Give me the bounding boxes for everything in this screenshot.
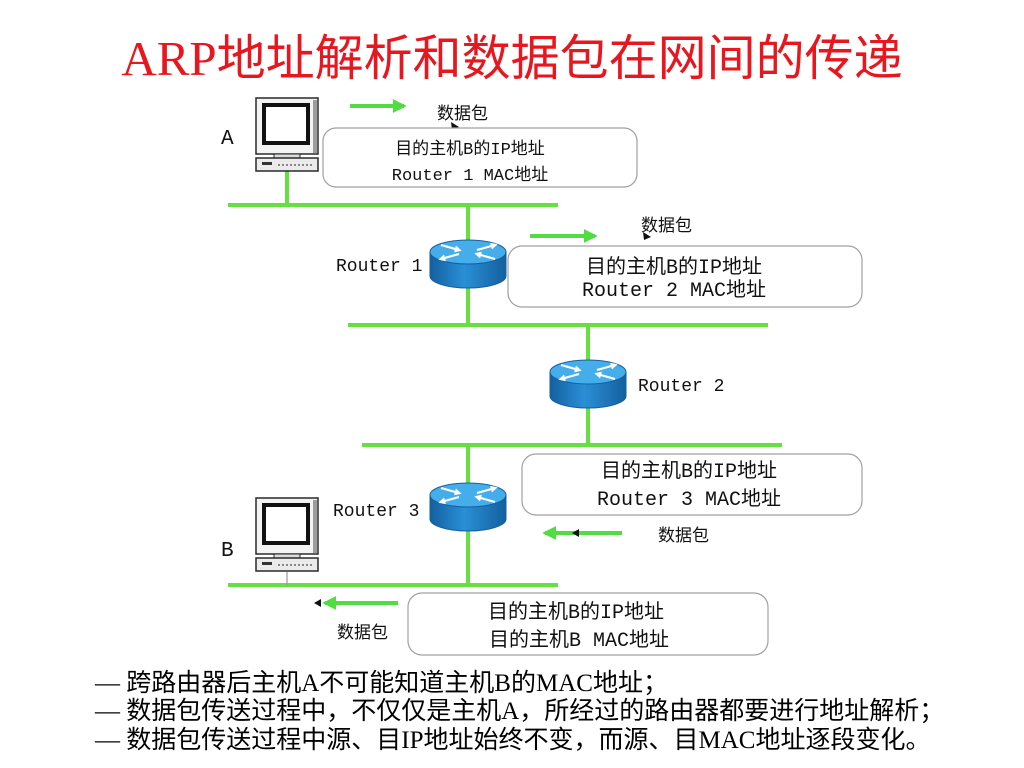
router-top <box>429 482 507 508</box>
router-1-icon <box>429 239 507 289</box>
packet-2-label: 数据包 <box>641 216 692 235</box>
drive-slot <box>262 562 272 565</box>
packet-4-label: 数据包 <box>337 623 388 642</box>
packet-3-header-box <box>521 453 863 516</box>
router-3-icon <box>429 482 507 532</box>
host-b-label: B <box>221 540 234 563</box>
monitor-shading <box>313 500 317 553</box>
packet-3-dest-ip: 目的主机B的IP地址 <box>601 459 777 484</box>
router-arrow <box>596 362 618 372</box>
monitor-screen <box>262 503 310 545</box>
packet-3-label: 数据包 <box>658 526 709 545</box>
router-arrow <box>560 363 582 373</box>
packet-1-label: 数据包 <box>437 104 488 123</box>
router-top <box>429 239 507 265</box>
router-2-icon <box>549 359 627 409</box>
router-arrow <box>476 242 498 252</box>
packet-2: 数据包 目的主机B的IP地址 Router 2 MAC地址 <box>507 216 863 308</box>
packet-3-pointer-icon <box>572 529 579 537</box>
packet-4-dest-mac: 目的主机B MAC地址 <box>489 628 669 653</box>
packet-1-dest-ip: 目的主机B的IP地址 <box>395 139 545 160</box>
packet-3-dest-mac: Router 3 MAC地址 <box>597 487 781 512</box>
notes: — 跨路由器后主机A不可能知道主机B的MAC地址； — 数据包传送过程中，不仅仅… <box>94 669 944 754</box>
router-top <box>549 359 627 385</box>
packet-1-dest-mac: Router 1 MAC地址 <box>392 165 548 186</box>
packet-2-pointer-icon <box>643 232 651 240</box>
packet-1: 数据包 目的主机B的IP地址 Router 1 MAC地址 <box>322 99 638 188</box>
packet-4-pointer-icon <box>314 599 321 607</box>
monitor-shading <box>313 100 317 153</box>
packet-4-dest-ip: 目的主机B的IP地址 <box>488 600 664 625</box>
host-a-label: A <box>221 128 234 151</box>
packet-3: 数据包 目的主机B的IP地址 Router 3 MAC地址 <box>521 453 863 545</box>
packet-2-dest-ip: 目的主机B的IP地址 <box>586 255 762 280</box>
packet-1-header-box <box>322 127 638 188</box>
packet-2-dest-mac: Router 2 MAC地址 <box>582 278 766 303</box>
packet-4-header-box <box>407 592 769 656</box>
packet-4: 数据包 目的主机B的IP地址 目的主机B MAC地址 <box>314 592 769 656</box>
router-arrows-icon <box>438 242 498 262</box>
host-b-computer-icon <box>255 497 319 572</box>
router-arrows-icon <box>558 362 618 382</box>
note-line-3: — 数据包传送过程中源、目IP地址始终不变，而源、目MAC地址逐段变化。 <box>94 726 930 754</box>
router-arrow <box>440 486 462 496</box>
router-arrow <box>558 372 580 382</box>
router-1-label: Router 1 <box>336 257 422 277</box>
host-a-computer-icon <box>255 97 319 172</box>
router-arrow <box>476 485 498 495</box>
router-arrow <box>474 494 496 504</box>
drive-slot <box>262 162 272 165</box>
router-arrow <box>474 251 496 261</box>
packet-2-header-box <box>507 245 863 308</box>
router-arrows-icon <box>438 485 498 505</box>
note-line-2: — 数据包传送过程中，不仅仅是主机A，所经过的路由器都要进行地址解析； <box>94 697 944 725</box>
note-line-1: — 跨路由器后主机A不可能知道主机B的MAC地址； <box>94 669 668 697</box>
monitor-screen <box>262 103 310 145</box>
router-arrow <box>438 252 460 262</box>
router-2-label: Router 2 <box>638 377 724 397</box>
router-3-label: Router 3 <box>333 502 419 522</box>
router-arrow <box>594 371 616 381</box>
slide-title: ARP地址解析和数据包在网间的传递 <box>121 31 902 86</box>
router-arrow <box>440 243 462 253</box>
router-arrow <box>438 495 460 505</box>
